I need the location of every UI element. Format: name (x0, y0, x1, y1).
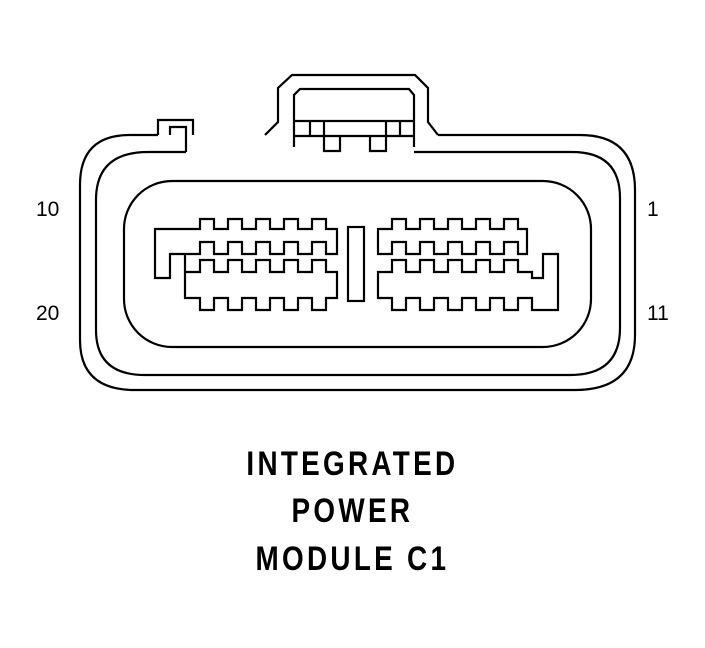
pin-label-10: 10 (36, 198, 59, 221)
terminal-block-right (376, 217, 560, 312)
tab-ribs (294, 119, 414, 153)
center-key-slot (346, 225, 366, 303)
caption-line-module-c1: MODULE C1 (255, 540, 450, 578)
pin-label-11: 11 (647, 302, 669, 325)
pin-label-1: 1 (647, 198, 659, 221)
caption-line-integrated: INTEGRATED (246, 445, 459, 483)
terminal-block-left (153, 217, 339, 312)
outer-housing (78, 133, 637, 392)
housing-inner-ring (94, 150, 622, 377)
terminal-cavity (122, 179, 593, 349)
locking-tab (264, 73, 439, 136)
caption-line-power: POWER (291, 492, 414, 530)
locking-tab-inner (292, 87, 416, 147)
key-post (156, 118, 195, 152)
pin-label-20: 20 (36, 302, 59, 325)
